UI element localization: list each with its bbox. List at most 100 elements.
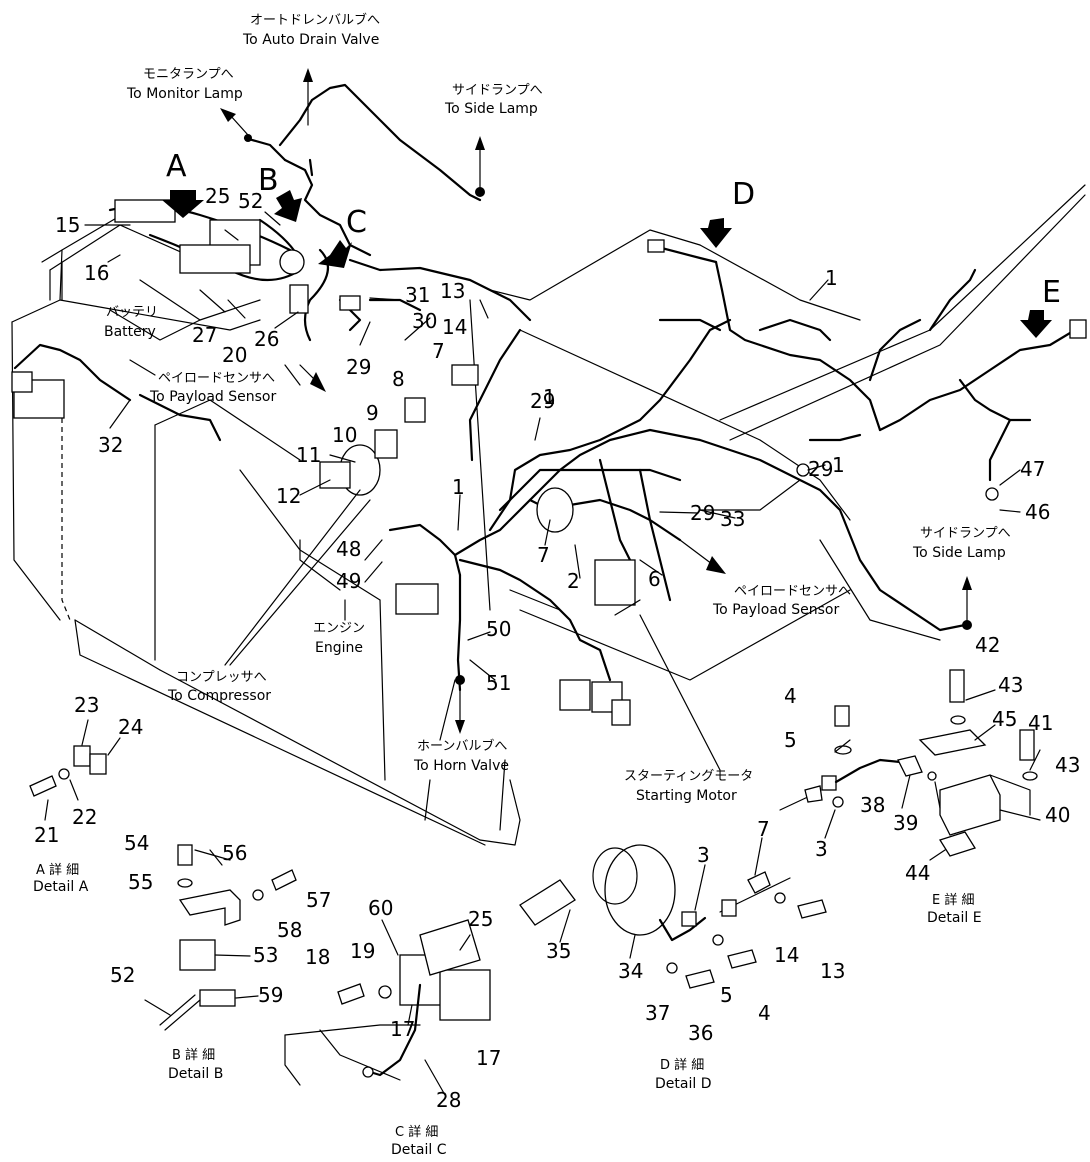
callout: 10 xyxy=(332,423,357,447)
callout: 44 xyxy=(905,861,930,885)
callout: 50 xyxy=(486,617,511,641)
callout: 18 xyxy=(305,945,330,969)
annotation-battery: バッテリ Battery xyxy=(104,305,158,340)
detail-e-parts xyxy=(779,669,1041,861)
view-letter-a: A xyxy=(166,149,187,184)
annotation-monitor-lamp: モニタランプへ To Monitor Lamp xyxy=(126,67,243,102)
callout: 34 xyxy=(618,959,643,983)
clip-detail-d xyxy=(721,899,737,917)
annotation-en: To Side Lamp xyxy=(912,545,1006,561)
detail-caption-b: B 詳 細 Detail B xyxy=(168,1047,223,1082)
bolt-41 xyxy=(1019,729,1035,761)
callout: 28 xyxy=(436,1088,461,1112)
annotation-payload-sensor-left: ペイロードセンサへ To Payload Sensor xyxy=(149,371,276,405)
annotation-auto-drain-valve: オートドレンバルブへ To Auto Drain Valve xyxy=(242,12,380,48)
callout: 1 xyxy=(452,475,465,499)
callout: 58 xyxy=(277,918,302,942)
detail-caption-jp: E 詳 細 xyxy=(932,892,974,908)
callout: 13 xyxy=(820,959,845,983)
direction-arrows xyxy=(162,68,1052,734)
lamp-housing-34 xyxy=(604,844,676,936)
connector-38 xyxy=(897,755,923,777)
connector-3d xyxy=(681,911,697,927)
connector-9 xyxy=(374,429,398,459)
annotation-jp: オートドレンバルブへ xyxy=(250,12,380,28)
annotation-jp: エンジン xyxy=(313,621,365,636)
callout: 32 xyxy=(98,433,123,457)
connector-e xyxy=(1069,319,1087,339)
bolt-54 xyxy=(177,844,193,866)
callout: 35 xyxy=(546,939,571,963)
annotation-en: To Compressor xyxy=(167,688,271,704)
relay-11 xyxy=(319,461,351,489)
plate-44 xyxy=(939,831,976,857)
callout: 1 xyxy=(543,385,556,409)
side-lamp-bracket xyxy=(11,371,33,393)
connector-8 xyxy=(404,397,426,423)
annotation-jp: ペイロードセンサへ xyxy=(158,371,275,386)
washer-5d xyxy=(712,934,724,946)
view-arrow-c xyxy=(318,240,352,268)
connector-block-1 xyxy=(559,679,591,711)
callout: 22 xyxy=(72,805,97,829)
engine-part xyxy=(395,583,439,615)
washer-3e xyxy=(832,796,844,808)
callout: 29 xyxy=(530,389,555,413)
detail-caption-c: C 詳 細 Detail C xyxy=(391,1124,447,1158)
annotation-en: Engine xyxy=(315,640,363,656)
washer-39 xyxy=(927,771,937,781)
clip-7d xyxy=(747,871,771,894)
callout: 7 xyxy=(537,543,550,567)
plug-e xyxy=(804,785,823,803)
callout: 14 xyxy=(442,315,467,339)
callout: 24 xyxy=(118,715,143,739)
callout: 13 xyxy=(440,279,465,303)
view-letter-b: B xyxy=(258,163,279,198)
detail-caption-jp: D 詳 細 xyxy=(660,1057,704,1073)
callout: 54 xyxy=(124,831,149,855)
terminal-28 xyxy=(362,1066,374,1078)
detail-caption-jp: B 詳 細 xyxy=(172,1047,215,1063)
callout: 25 xyxy=(205,184,230,208)
relay-17b xyxy=(439,969,491,1021)
annotation-en: Starting Motor xyxy=(636,788,737,804)
callout: 33 xyxy=(720,507,745,531)
cap-24 xyxy=(89,753,107,775)
callout: 15 xyxy=(55,213,80,237)
callout: 29 xyxy=(808,457,833,481)
washer-43a xyxy=(950,715,966,725)
washer-19 xyxy=(378,985,392,999)
callout: 5 xyxy=(720,983,733,1007)
callout: 47 xyxy=(1020,457,1045,481)
fuse-26 xyxy=(289,284,309,314)
leader-lines xyxy=(84,211,1021,771)
connector-block-3 xyxy=(611,699,631,726)
detail-caption-en: Detail C xyxy=(391,1142,447,1158)
callout: 49 xyxy=(336,569,361,593)
annotation-compressor: コンプレッサへ To Compressor xyxy=(167,670,271,704)
callout: 41 xyxy=(1028,711,1053,735)
callout: 46 xyxy=(1025,500,1050,524)
annotation-starting-motor: スターティングモータ Starting Motor xyxy=(624,769,753,804)
callout: 29 xyxy=(346,355,371,379)
callout: 51 xyxy=(486,671,511,695)
washer-22 xyxy=(58,768,70,780)
callout: 7 xyxy=(432,339,445,363)
cover-45 xyxy=(918,729,987,756)
callout: 17 xyxy=(390,1017,415,1041)
view-arrow-a xyxy=(162,190,204,218)
callout: 56 xyxy=(222,841,247,865)
annotation-en: To Payload Sensor xyxy=(712,602,839,618)
view-letters: A B C D E xyxy=(166,149,1061,310)
box-40 xyxy=(939,774,1001,836)
bolt-42 xyxy=(949,669,965,703)
view-letter-e: E xyxy=(1042,275,1061,310)
detail-caption-en: Detail A xyxy=(33,879,89,895)
callout: 42 xyxy=(975,633,1000,657)
callout-numbers: 1 1 1 1 2 3 3 4 4 5 5 6 7 7 7 8 9 10 11 … xyxy=(34,184,1080,1112)
callout: 17 xyxy=(476,1046,501,1070)
detail-d-parts xyxy=(519,837,827,989)
detail-b-parts xyxy=(144,844,297,1031)
bolt-18 xyxy=(337,983,365,1005)
callout: 4 xyxy=(784,684,797,708)
